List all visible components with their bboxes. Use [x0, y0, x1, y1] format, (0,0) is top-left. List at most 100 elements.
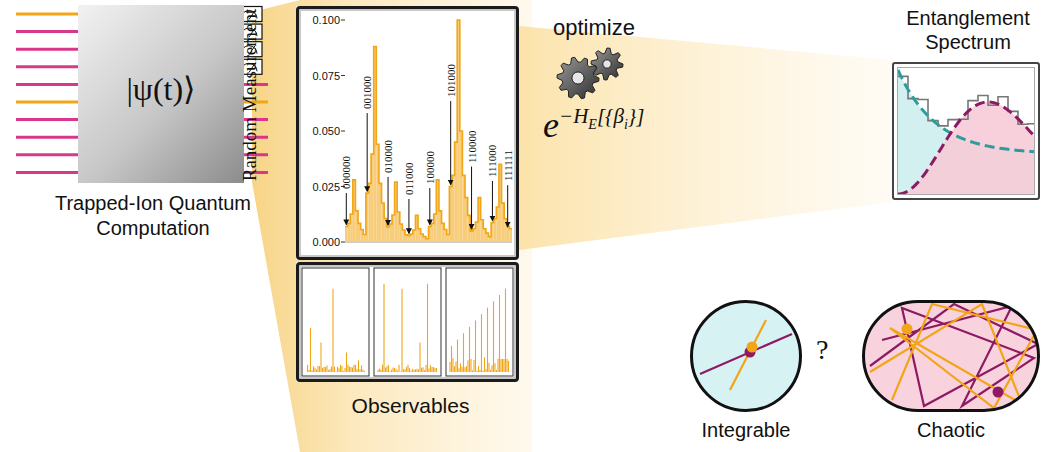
input-wire — [16, 30, 80, 33]
histogram-outline — [345, 20, 512, 239]
question-mark: ? — [816, 334, 828, 366]
mini-chart-frame — [446, 268, 513, 376]
mini-chart-bar — [491, 365, 492, 372]
mini-chart-bar — [433, 367, 434, 372]
gears — [557, 48, 623, 99]
mini-chart-bar — [413, 370, 414, 372]
pointer-arrow — [429, 188, 430, 224]
axis-tick — [341, 131, 345, 132]
input-wire — [16, 13, 80, 16]
input-wire — [16, 171, 80, 174]
mini-chart-bar — [316, 369, 317, 372]
mini-chart-bar — [391, 370, 392, 372]
mini-chart-bar — [358, 360, 359, 372]
trajectories — [700, 320, 792, 390]
mini-chart-bar — [430, 365, 431, 372]
mini-chart-bar — [410, 371, 411, 372]
mini-chart-bar — [337, 367, 338, 372]
axis-tick-label: 0.050 — [288, 124, 340, 138]
mini-chart-bar — [502, 359, 503, 372]
observable-charts — [302, 268, 513, 376]
mini-chart-bar — [467, 360, 468, 372]
billiard-table — [692, 302, 801, 411]
histogram-bar — [470, 231, 473, 242]
histogram-bar — [387, 227, 390, 242]
mini-chart-bar — [314, 368, 315, 372]
mini-chart-bar — [364, 371, 365, 372]
formula-part: [{β — [597, 104, 624, 129]
mini-chart-bar — [479, 370, 480, 372]
mini-chart-bar — [487, 308, 488, 372]
particle — [993, 387, 1004, 398]
mini-chart-bar — [466, 366, 467, 372]
billiard-title: Integrable — [656, 418, 836, 443]
mini-chart-bar — [418, 369, 419, 372]
mini-chart-bar — [499, 295, 500, 372]
mini-chart-bar — [398, 365, 399, 372]
optimize-fan — [519, 26, 892, 250]
histogram — [341, 20, 512, 242]
bitstring-label: 010000 — [382, 140, 394, 173]
mini-chart-bar — [500, 359, 501, 372]
bitstring-label: 111000 — [486, 145, 498, 177]
histogram-bar — [408, 235, 411, 242]
billiard-wall — [864, 302, 1039, 411]
mini-chart-bar — [320, 343, 321, 372]
histogram-bar — [509, 229, 512, 242]
mini-chart-bar — [356, 369, 357, 372]
mini-chart-bar — [335, 371, 336, 373]
mini-chart-bar — [434, 368, 435, 372]
mini-chart-bar — [503, 359, 504, 372]
mini-chart-bar — [428, 368, 429, 372]
shape-outline — [862, 300, 1040, 412]
mini-chart-bar — [338, 368, 339, 372]
axis-tick-label: 0.000 — [288, 235, 340, 249]
pointer-arrow — [492, 181, 493, 221]
state-label: |ψ(t)⟩ — [78, 69, 244, 109]
input-wire — [16, 48, 80, 51]
input-wire — [16, 101, 80, 104]
pointer-arrow — [507, 185, 508, 227]
mini-chart-bar — [400, 371, 401, 373]
shape-outline — [690, 300, 802, 412]
mini-chart-bar — [478, 366, 479, 372]
mini-chart-bar — [331, 366, 332, 372]
mini-chart-bar — [461, 367, 462, 372]
bitstring-label: 110000 — [466, 130, 478, 163]
exponent-expression: e−HE[{βi}] — [543, 104, 644, 147]
bitstring-arrows — [346, 101, 507, 233]
mini-chart-bar — [359, 369, 360, 372]
mini-chart-bar — [323, 367, 324, 372]
mini-chart-bar — [353, 365, 354, 372]
mini-chart-bar — [449, 362, 450, 372]
input-wire — [16, 153, 80, 156]
mini-chart-bar — [326, 366, 327, 372]
mini-chart-bar — [395, 369, 396, 372]
mini-chart-bar — [308, 370, 309, 372]
panel-title: Observables — [299, 393, 522, 419]
chaotic-fill — [898, 102, 1034, 196]
mini-chart-bar — [464, 367, 465, 372]
mini-chart-bar — [431, 367, 432, 372]
bitstring-label: 111111 — [502, 150, 514, 181]
quantum-computer-box: |ψ(t)⟩Trapped-Ion Quantum Computation — [78, 5, 244, 183]
mini-chart-bar — [383, 284, 384, 372]
observables-ground — [296, 262, 519, 382]
mini-chart-bar — [497, 358, 498, 372]
mini-chart-bar — [403, 369, 404, 372]
mini-chart-bar — [505, 289, 506, 372]
mini-chart-bar — [307, 365, 308, 372]
mini-chart-bar — [506, 359, 507, 372]
mini-chart-bar — [452, 358, 453, 372]
bitstring-label: 100000 — [424, 151, 436, 184]
mini-chart-bar — [427, 284, 428, 372]
mini-chart-bar — [451, 346, 452, 372]
spectrum-panel: Entanglement Spectrum — [892, 62, 1040, 200]
trajectory — [700, 334, 792, 374]
bitstring-label: 000000 — [340, 156, 352, 189]
mini-chart-bar — [416, 369, 417, 372]
mini-chart-bar — [352, 367, 353, 372]
pointer-arrow — [346, 193, 347, 224]
